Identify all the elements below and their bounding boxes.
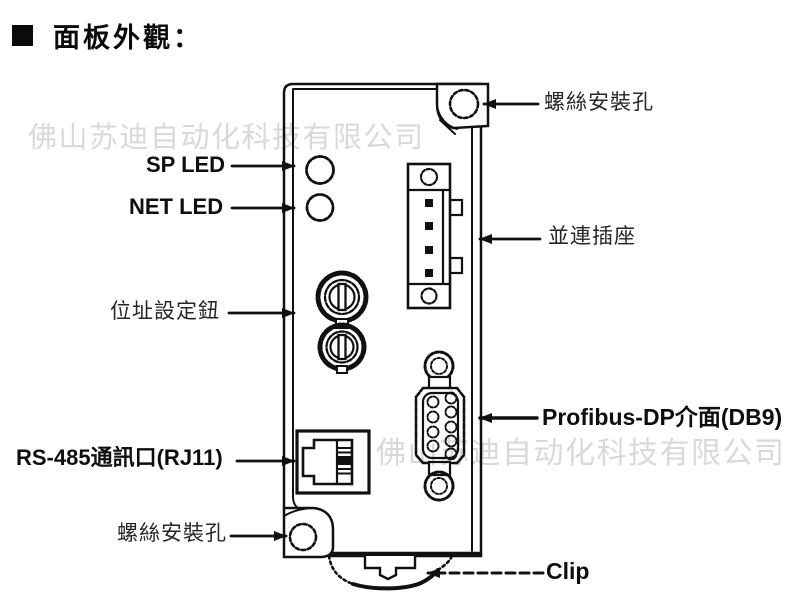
watermark-middle: 佛山苏迪自动化科技有限公司 — [376, 437, 786, 470]
profibus-interface-label: Profibus-DP介面(DB9) — [542, 404, 783, 430]
profibus-db9-connector — [414, 350, 466, 502]
rs485-port-label: RS-485通訊口(RJ11) — [16, 445, 223, 470]
callout-arrows — [227, 99, 545, 578]
net-led-icon — [305, 193, 335, 222]
screw-mount-top-right — [435, 82, 490, 135]
section-title-text: 面板外觀： — [53, 23, 203, 53]
parallel-socket-connector — [406, 162, 464, 310]
parallel-socket-label: 並連插座 — [548, 225, 636, 248]
screw-hole-bottom-icon — [288, 522, 318, 552]
clip-label: Clip — [546, 558, 590, 584]
sp-led-label: SP LED — [146, 152, 226, 177]
rj11-connector — [295, 429, 371, 495]
screw-hole-top-icon — [448, 88, 480, 120]
screw-hole-top-label: 螺絲安裝孔 — [544, 91, 654, 114]
section-bullet-icon — [12, 25, 33, 46]
din-rail-clip — [327, 554, 454, 591]
device-body — [282, 82, 483, 558]
address-knob-label: 位址設定鈕 — [110, 300, 220, 323]
address-rotary-switches — [315, 270, 369, 374]
net-led-label: NET LED — [129, 194, 224, 219]
watermark-top: 佛山苏迪自动化科技有限公司 — [28, 122, 425, 154]
sp-led-icon — [305, 155, 335, 185]
screw-hole-bottom-label: 螺絲安裝孔 — [117, 522, 227, 545]
led-indicators — [305, 155, 335, 222]
screw-mount-bottom-left — [282, 506, 335, 559]
section-title: 面板外觀： — [12, 16, 203, 55]
